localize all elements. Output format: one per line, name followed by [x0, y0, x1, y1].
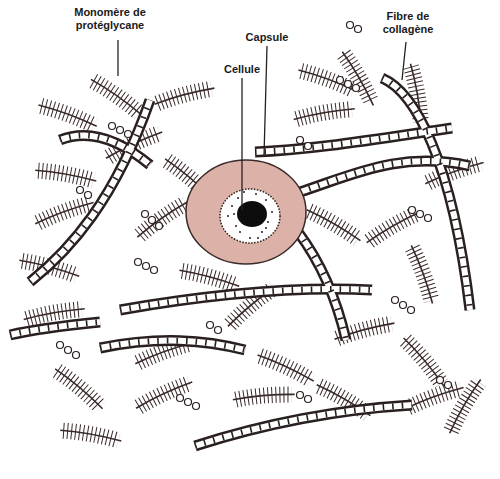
proteoglycan-monomers — [19, 51, 483, 441]
leader-lines — [118, 40, 406, 210]
chondrocyte — [186, 160, 306, 264]
part-label: Fibre de collagène — [375, 10, 441, 36]
link-beads — [57, 22, 452, 410]
part-label: Cellule — [212, 63, 272, 76]
collagen-fibres — [10, 78, 470, 446]
part-label: Monomère de protéglycane — [60, 6, 160, 32]
part-label: Capsule — [237, 31, 297, 44]
